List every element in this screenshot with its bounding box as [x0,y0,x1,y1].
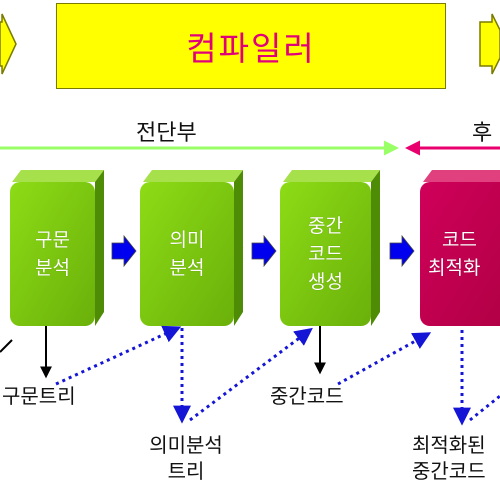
left-edge-line [0,339,13,353]
dotted-code-to-optimizer [337,332,432,386]
flow-arrow-2 [251,234,277,268]
compiler-title-box: 컴파일러 [56,3,446,89]
optimized-line-1: 최적화된 [412,433,486,457]
stage-2-line-1: 의미 [169,229,205,251]
stage-1-line-2: 분석 [35,257,70,279]
stage-box-4 [420,170,500,326]
stage-3-line-2: 코드 [308,243,343,265]
stage-3-line-1: 중간 [308,215,343,237]
input-arrow [0,13,17,75]
semantic-tree-line-2: 트리 [167,459,205,483]
stage-4-line-1: 코드 [442,229,477,251]
intermediate-code-label: 중간코드 [270,384,344,408]
syntax-tree-label: 구문트리 [2,384,76,408]
dotted-optimized-out [469,394,500,422]
stage-3-line-3: 생성 [308,271,343,293]
back-end-label: 후 [472,121,493,146]
stage-intermediate-code-gen: 중간 코드 생성 [280,212,371,296]
output-arrow [479,13,500,75]
optimized-code-label: 최적화된 중간코드 [412,432,500,484]
stage-1-line-1: 구문 [35,229,70,251]
front-end-label: 전단부 [136,121,197,146]
optimized-line-2: 중간코드 [412,459,486,483]
stage-2-line-2: 분석 [169,257,205,279]
dotted-tree-to-semantic [55,325,182,386]
compiler-title: 컴파일러 [186,29,316,68]
flow-arrow-1 [111,234,137,268]
flow-arrow-3 [389,234,415,268]
semantic-tree-line-1: 의미분석 [149,433,223,457]
stage-box-3 [280,170,380,326]
stage-box-1 [10,170,104,326]
stage-box-2 [140,170,243,326]
stage-code-optimization: 코드 최적화 [420,226,500,282]
stage-semantic-analysis: 의미 분석 [140,226,234,282]
stage-syntax-analysis: 구문 분석 [10,226,95,282]
stage-4-line-2: 최적화 [428,257,481,279]
semantic-tree-label: 의미분석 트리 [136,432,236,484]
